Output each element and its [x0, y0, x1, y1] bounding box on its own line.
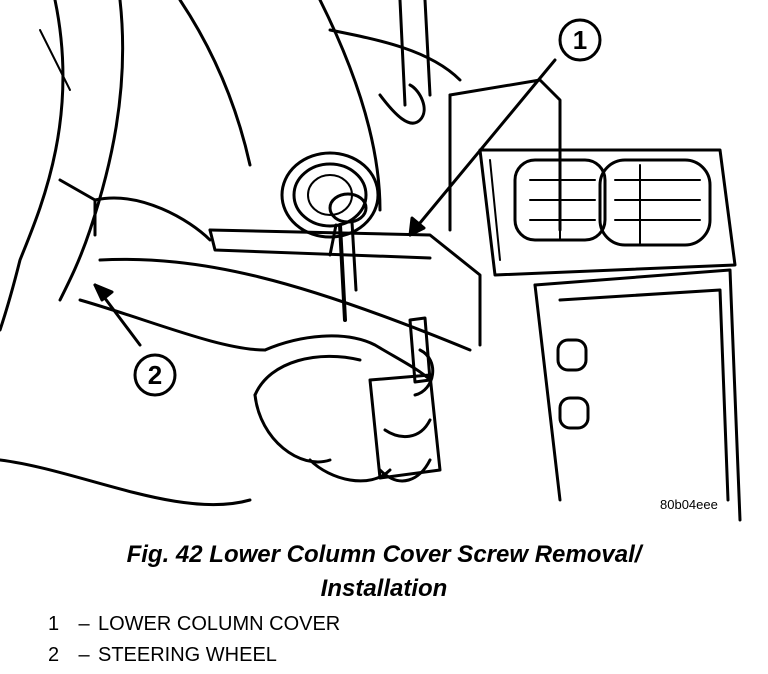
legend-dash: –	[78, 613, 90, 635]
legend-item-2: 2–STEERING WHEEL	[48, 643, 277, 667]
leader-arrows	[93, 58, 557, 347]
ignition-switch	[280, 151, 380, 322]
hand-with-screwdriver	[0, 298, 442, 507]
figure-caption-line2: Installation	[320, 575, 448, 602]
image-code: 80b04eee	[660, 497, 718, 512]
legend-number: 2	[48, 644, 60, 666]
legend-item-1: 1–LOWER COLUMN COVER	[48, 612, 340, 636]
control-panel	[533, 268, 742, 522]
air-vents	[448, 78, 737, 277]
dashboard-illustration: 1 2	[0, 0, 742, 522]
legend-number: 1	[48, 613, 60, 635]
legend-dash: –	[78, 644, 90, 666]
legend-label: LOWER COLUMN COVER	[98, 613, 341, 635]
callout-2: 2	[133, 353, 177, 397]
callout-2-number: 2	[148, 360, 162, 390]
callout-1-number: 1	[573, 25, 587, 55]
steering-wheel	[0, 0, 212, 332]
figure-caption-line1: Fig. 42 Lower Column Cover Screw Removal…	[126, 541, 642, 568]
column-cover	[98, 0, 482, 352]
legend-label: STEERING WHEEL	[98, 644, 277, 666]
callout-1: 1	[558, 18, 602, 62]
